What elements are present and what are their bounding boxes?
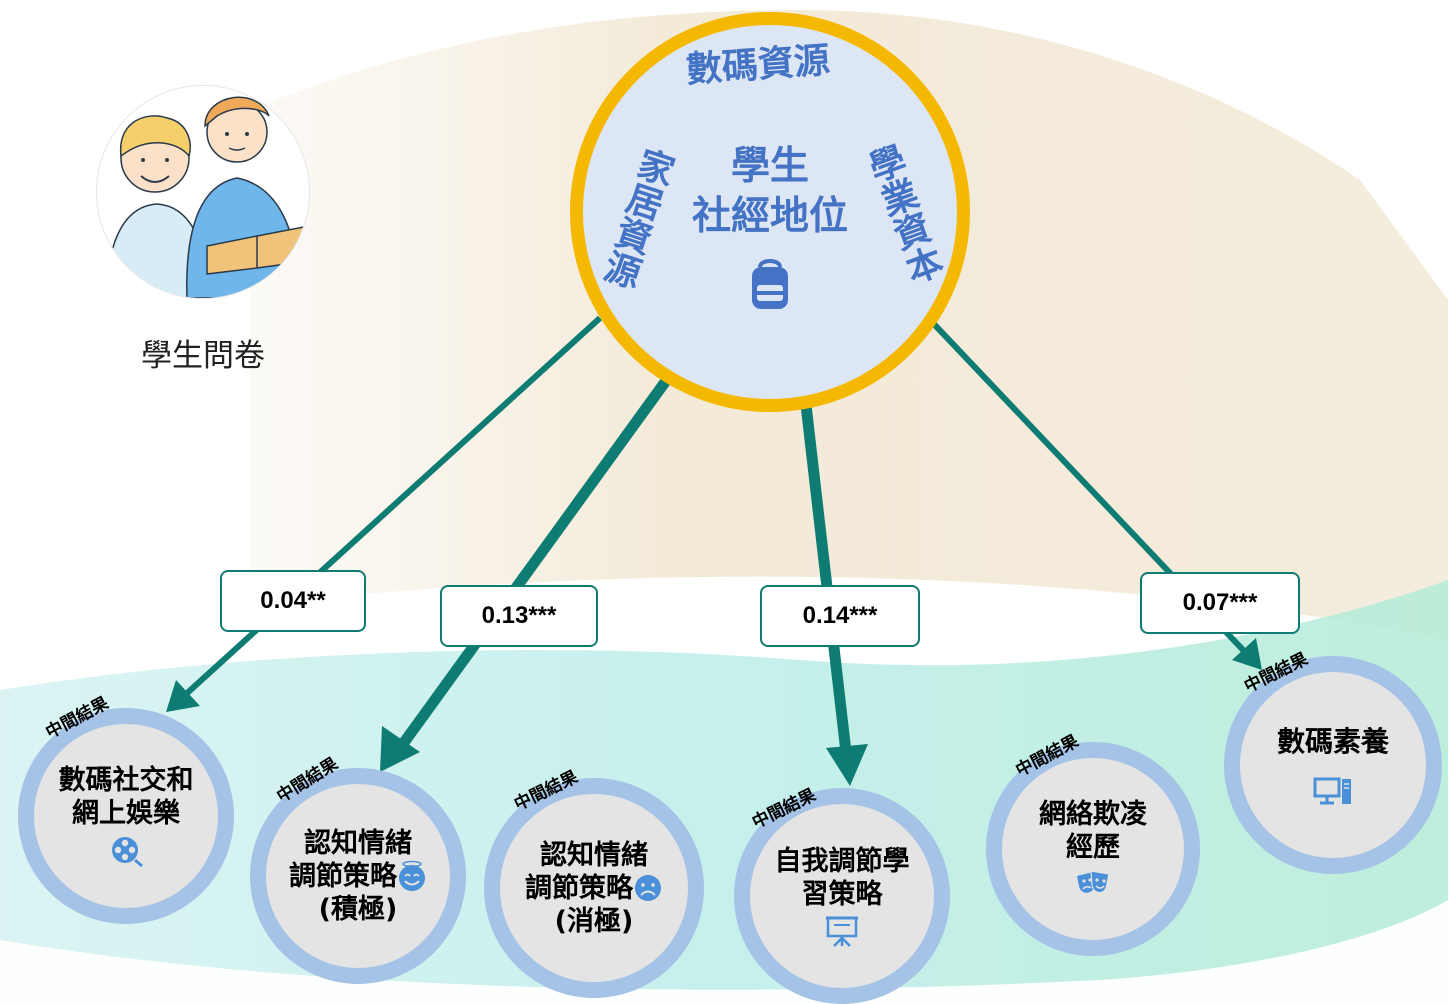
coefficient-label-self-regulation: 0.14*** (760, 585, 920, 647)
presentation-board-icon (826, 916, 858, 947)
outcome-label: 數碼社交和 (58, 765, 194, 796)
questionnaire-caption: 學生問卷 (141, 338, 265, 374)
outcome-emotion-negative-node: 認知情緒 調節策略 (消極) (484, 778, 704, 998)
happy-face-icon (399, 860, 425, 891)
outcome-digital-literacy-node: 數碼素養 (1224, 656, 1442, 874)
student-ses-node: 數碼資源 家居資源 學業資本 學生 社經地位 (570, 12, 970, 412)
outcome-label: (消極) (554, 905, 634, 937)
coefficient-label-digital-literacy: 0.07*** (1140, 572, 1300, 634)
outcome-label: 網上娛樂 (72, 798, 180, 829)
outcome-label: 認知情緒 (540, 839, 648, 871)
center-title-line2: 社經地位 (691, 194, 848, 239)
center-title-line1: 學生 (730, 144, 809, 189)
coefficient-label-emotion-positive: 0.13*** (440, 585, 598, 647)
coefficient-label-digital-social: 0.04** (220, 570, 366, 632)
outcome-self-regulation-node: 自我調節學 習策略 (734, 788, 950, 1004)
film-reel-icon (112, 837, 143, 868)
arrow-to-emotion-positive (380, 374, 673, 772)
theater-masks-icon (1077, 870, 1110, 894)
arrow-to-self-regulation (800, 404, 868, 786)
outcome-label: (積極) (318, 893, 398, 925)
outcome-emotion-positive-node: 認知情緒 調節策略 (積極) (250, 768, 466, 984)
outcome-label: 調節策略 (525, 872, 633, 904)
outcome-digital-social-node: 數碼社交和 網上娛樂 (18, 708, 234, 924)
students-illustration (96, 85, 310, 299)
outcome-label: 自我調節學 (774, 846, 910, 877)
desktop-computer-icon (1313, 777, 1351, 804)
outcome-label: 習策略 (801, 879, 883, 910)
arc-label-digital-resources: 數碼資源 (684, 40, 832, 91)
outcome-label: 網絡欺凌 (1039, 799, 1147, 830)
arrow-to-digital-social (166, 315, 603, 712)
backpack-icon (752, 259, 788, 309)
outcome-cyberbullying-node: 網絡欺凌 經歷 (986, 742, 1200, 956)
outcome-label: 調節策略 (289, 860, 397, 892)
outcome-label: 經歷 (1066, 832, 1120, 863)
outcome-label: 數碼素養 (1276, 724, 1389, 758)
sad-face-icon (635, 875, 661, 901)
outcome-label: 認知情緒 (304, 827, 412, 859)
